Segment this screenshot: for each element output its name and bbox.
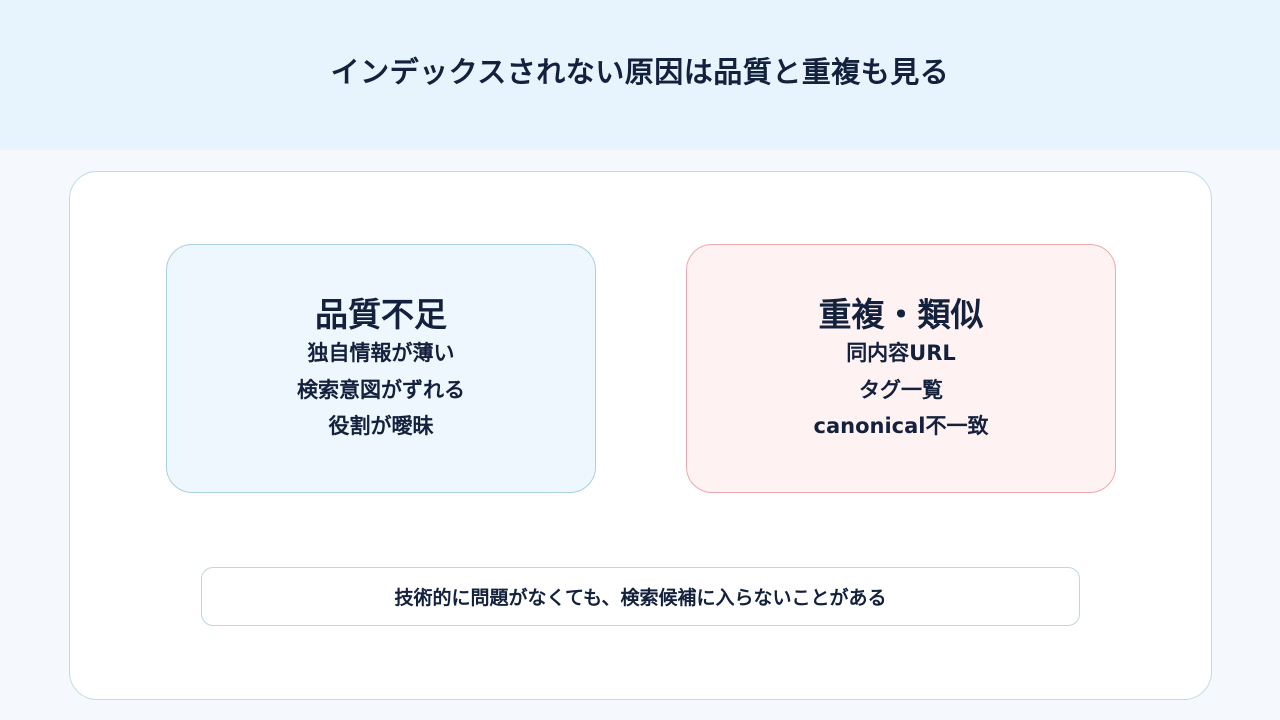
quality-card-item: 検索意図がずれる xyxy=(297,377,465,402)
duplicate-card-item: canonical不一致 xyxy=(813,414,989,438)
quality-issue-card: 品質不足 独自情報が薄い 検索意図がずれる 役割が曖昧 xyxy=(166,244,596,493)
header-banner: インデックスされない原因は品質と重複も見る xyxy=(0,0,1280,150)
summary-note: 技術的に問題がなくても、検索候補に入らないことがある xyxy=(201,567,1080,626)
quality-card-title: 品質不足 xyxy=(315,295,447,334)
summary-note-text: 技術的に問題がなくても、検索候補に入らないことがある xyxy=(394,587,887,609)
duplicate-issue-card: 重複・類似 同内容URL タグ一覧 canonical不一致 xyxy=(686,244,1116,493)
duplicate-card-item: タグ一覧 xyxy=(859,377,943,402)
quality-card-item: 役割が曖昧 xyxy=(328,414,434,438)
page-title: インデックスされない原因は品質と重複も見る xyxy=(330,55,950,89)
duplicate-card-title: 重複・類似 xyxy=(818,295,984,334)
duplicate-card-item: 同内容URL xyxy=(846,341,956,365)
quality-card-item: 独自情報が薄い xyxy=(307,341,455,365)
